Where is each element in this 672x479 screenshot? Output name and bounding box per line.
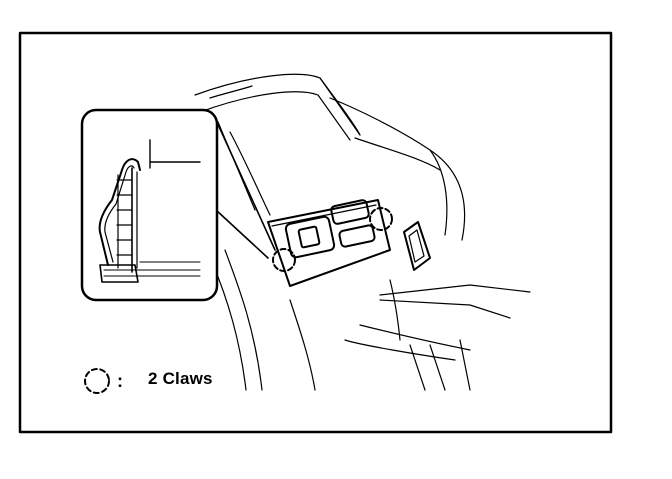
legend-separator: :: [117, 371, 123, 391]
window-switch-left-inner: [297, 225, 321, 249]
diagram-frame: [18, 31, 613, 434]
claw-hook: [98, 158, 141, 266]
window-switch-bottom: [338, 224, 376, 248]
door-handle: [403, 221, 431, 271]
detail-inset: [80, 108, 219, 302]
callout-leader: [215, 119, 276, 259]
claw-marker-right: [369, 207, 393, 231]
window-switch-top: [330, 199, 370, 225]
legend-label: 2 Claws: [148, 369, 213, 388]
door-panel-outline: [194, 73, 531, 391]
switch-panel: [267, 199, 431, 287]
window-switch-left: [284, 215, 336, 259]
claw-marker-left: [272, 248, 296, 272]
dashed-circle-icon: [84, 368, 110, 394]
